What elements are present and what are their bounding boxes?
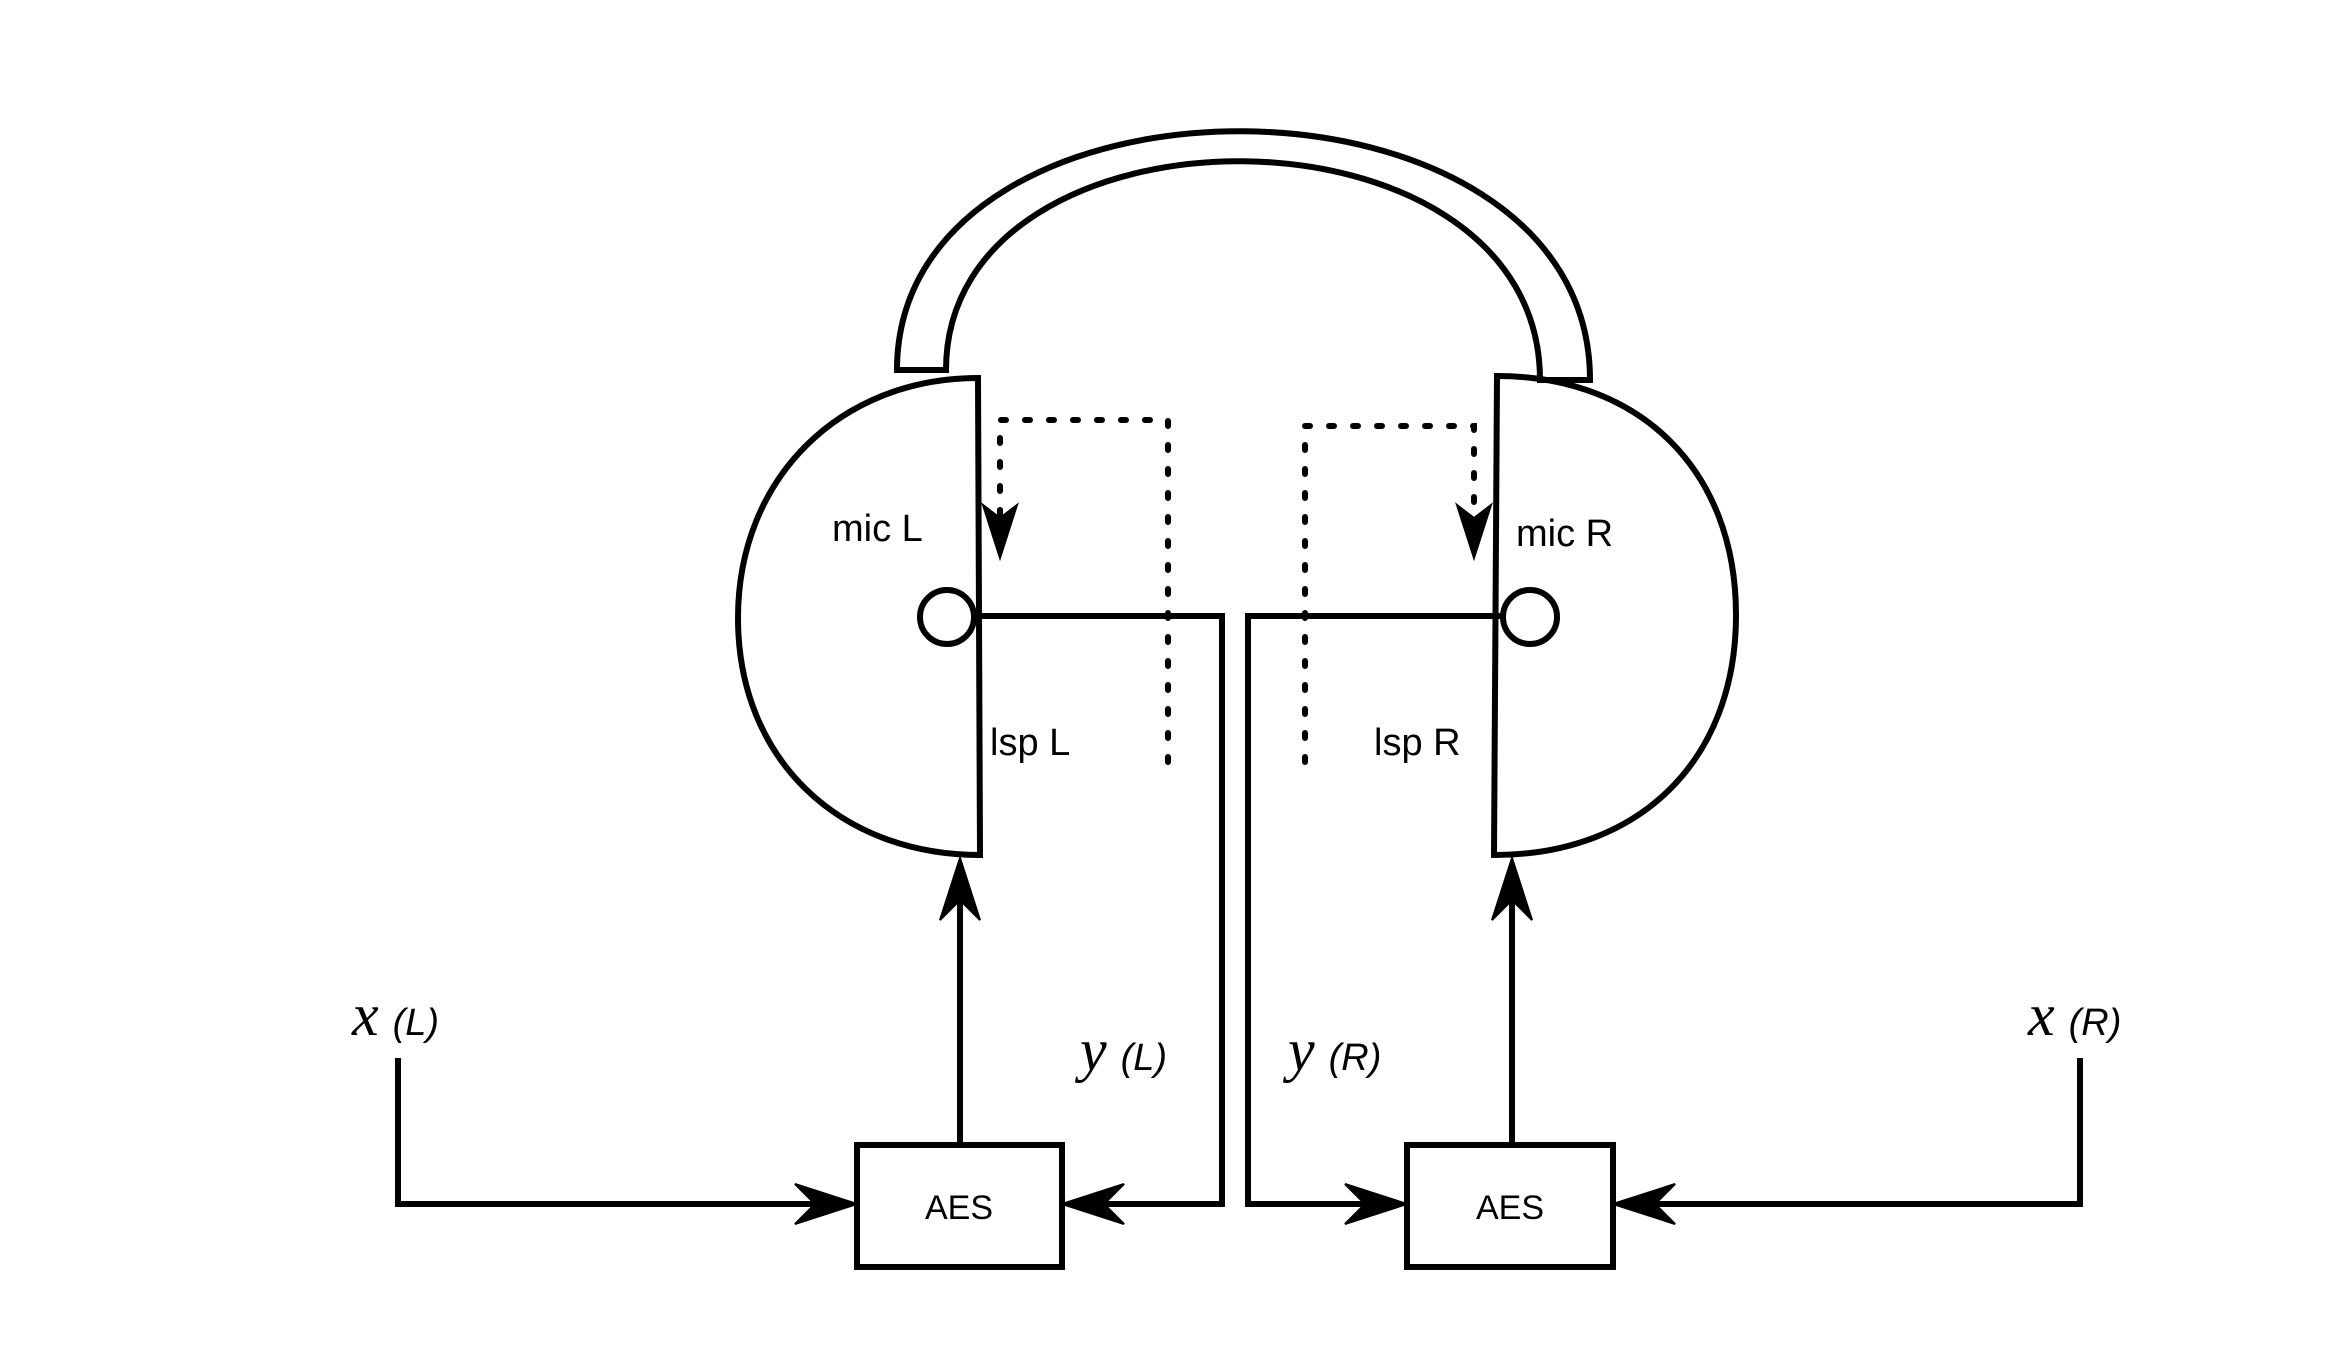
- aes-right-label: AES: [1476, 1189, 1544, 1227]
- y-right-label: y(R): [1282, 1017, 1381, 1083]
- x-right-label: x(R): [2027, 982, 2121, 1048]
- headband: [893, 128, 1594, 383]
- aes-left-label: AES: [925, 1189, 993, 1227]
- x-left-label: x(L): [351, 982, 439, 1048]
- mic-left-label: mic L: [832, 508, 923, 550]
- y-left-wire: [975, 613, 1225, 1207]
- mic-left-icon: [917, 587, 977, 647]
- y-right-wire: [1245, 613, 1502, 1207]
- lsp-left-label: lsp L: [990, 722, 1070, 764]
- x-left-arrowhead: [794, 1183, 861, 1225]
- left-earcup: [734, 374, 984, 859]
- mic-right-label: mic R: [1516, 513, 1613, 555]
- lsp-left-arrowhead: [939, 854, 981, 921]
- x-right-arrowhead: [1609, 1183, 1676, 1225]
- x-left-wire: [395, 1058, 820, 1207]
- echo-path-right: [1302, 423, 1477, 765]
- x-right-wire: [1650, 1058, 2083, 1207]
- y-left-arrowhead: [1058, 1183, 1125, 1225]
- echo-path-left: [997, 417, 1171, 765]
- y-left-label: y(L): [1074, 1017, 1167, 1083]
- echo-arrowhead-right: [1455, 502, 1493, 562]
- mic-right-icon: [1500, 587, 1560, 647]
- right-earcup: [1490, 372, 1740, 859]
- echo-arrowhead-left: [981, 502, 1019, 562]
- lsp-right-label: lsp R: [1374, 722, 1461, 764]
- lsp-right-arrowhead: [1491, 854, 1533, 921]
- y-right-arrowhead: [1344, 1183, 1411, 1225]
